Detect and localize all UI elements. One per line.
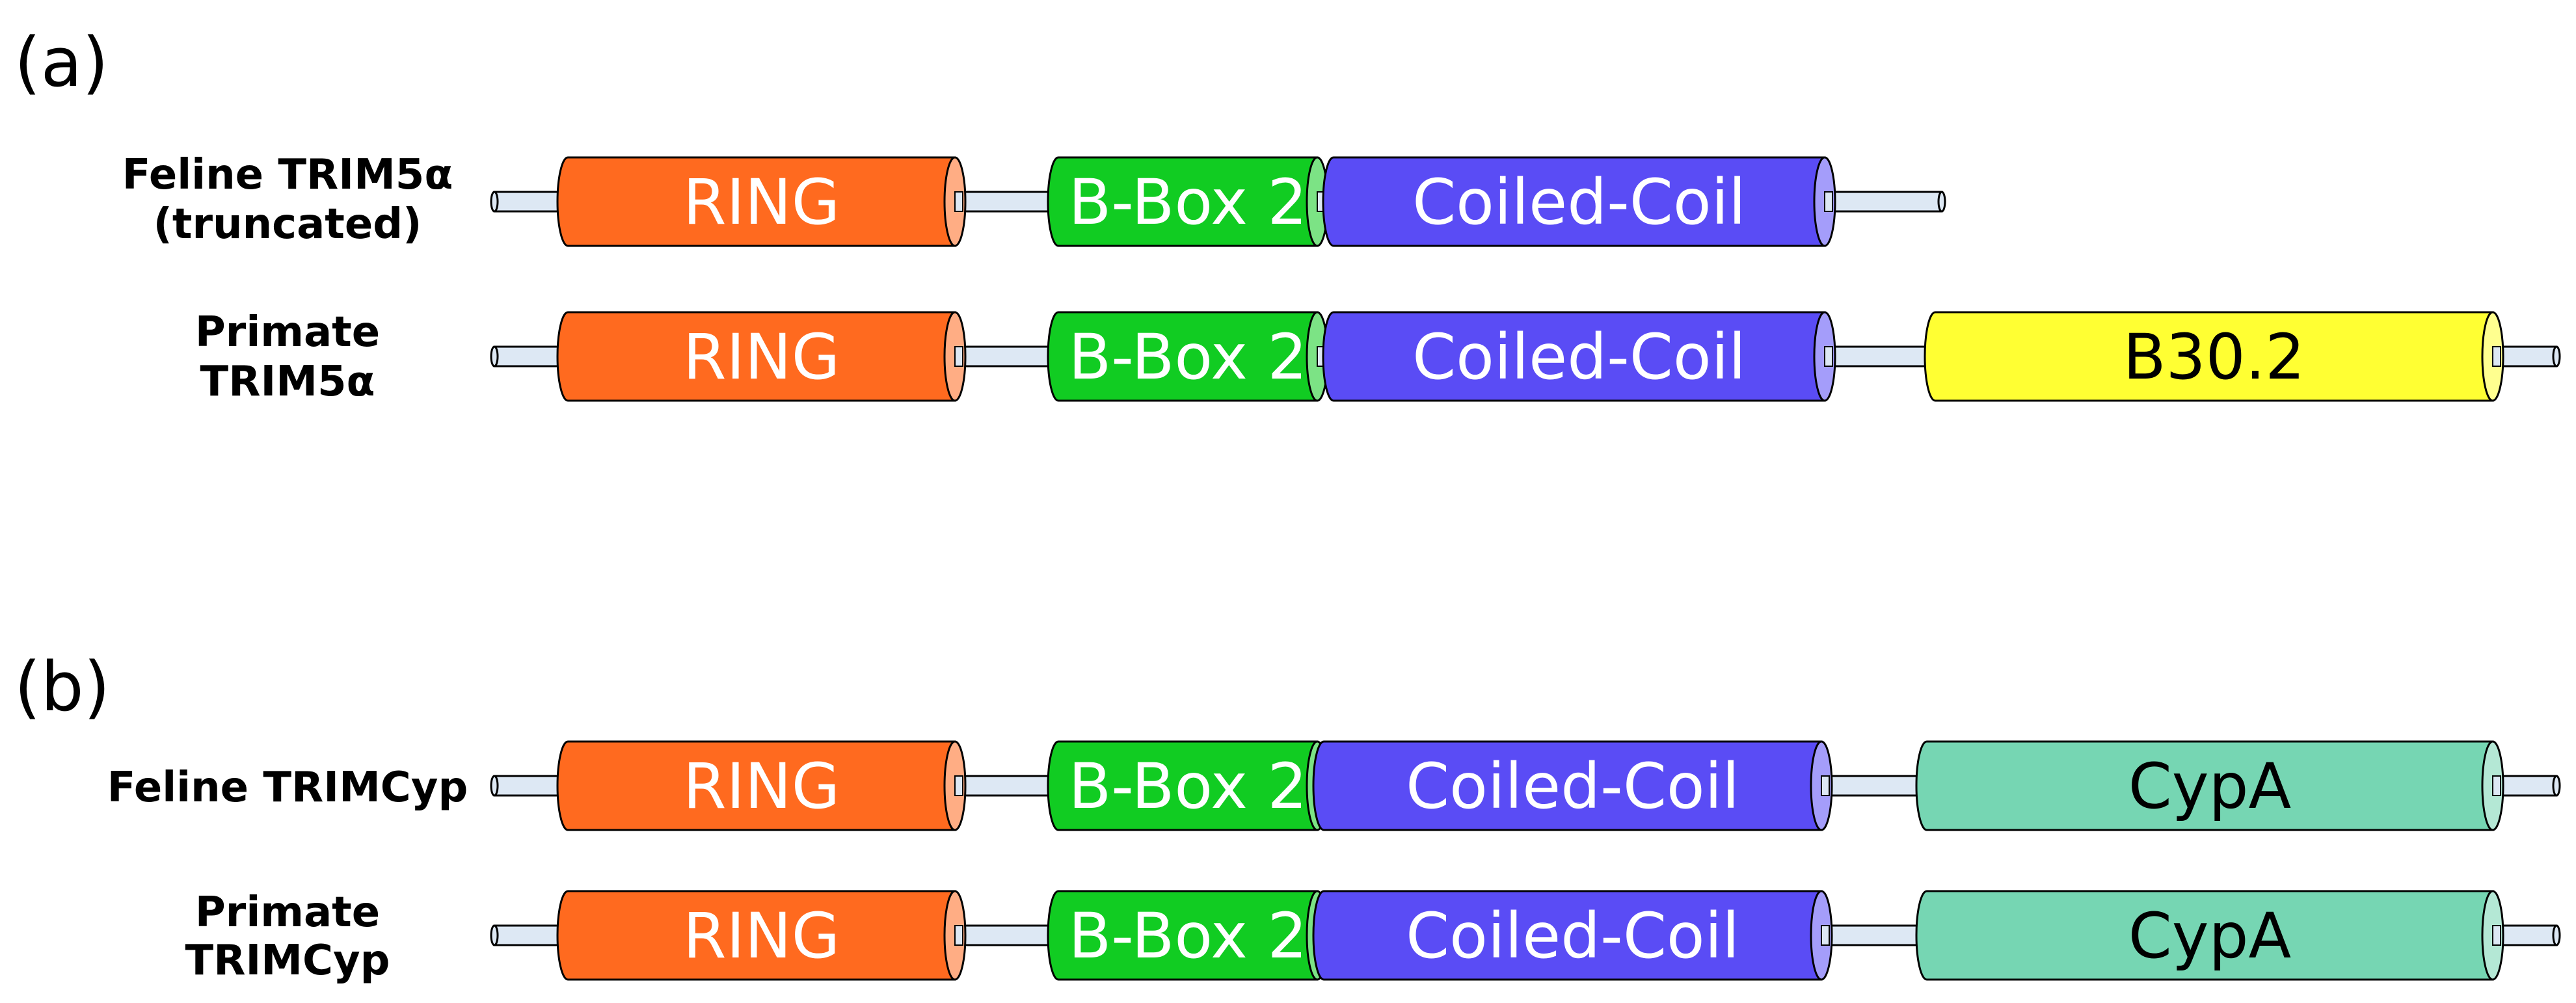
domain-body bbox=[1915, 890, 2494, 981]
domain-b-box-2: B-Box 2 bbox=[1047, 740, 1329, 831]
domain-body bbox=[1047, 740, 1319, 831]
row-label-feline-trim5a-line1: Feline TRIM5α bbox=[122, 151, 453, 199]
construct-row: RING B-Box 2 Coiled-Coil B30.2 bbox=[490, 311, 2561, 402]
linker-stub bbox=[2492, 775, 2501, 796]
domain-cypa: CypA bbox=[1915, 890, 2504, 981]
domain-body bbox=[556, 890, 956, 981]
domain-label: B-Box 2 bbox=[1068, 321, 1307, 394]
panel-label-b: (b) bbox=[14, 647, 110, 727]
domain-label: B30.2 bbox=[2123, 321, 2305, 394]
domain-body bbox=[1322, 156, 1826, 247]
construct-row: RING B-Box 2 Coiled-Coil CypA bbox=[490, 890, 2561, 981]
linker-stub bbox=[954, 346, 963, 367]
domain-coiled-coil: Coiled-Coil bbox=[1322, 156, 1836, 247]
domain-label: Coiled-Coil bbox=[1406, 900, 1739, 972]
linker-stub bbox=[1821, 775, 1830, 796]
row-label-primate-trimcyp-line2: TRIMCyp bbox=[185, 937, 390, 985]
domain-body bbox=[1915, 740, 2494, 831]
row-label-primate-trim5a-line1: Primate bbox=[195, 308, 380, 356]
domain-b-box-2: B-Box 2 bbox=[1047, 311, 1329, 402]
linker-stub bbox=[1824, 346, 1833, 367]
linker-stub bbox=[2492, 925, 2501, 946]
construct-row: RING B-Box 2 Coiled-Coil CypA bbox=[490, 740, 2561, 831]
domain-label: B-Box 2 bbox=[1068, 750, 1307, 823]
linker-stub bbox=[1821, 925, 1830, 946]
domain-b-box-2: B-Box 2 bbox=[1047, 890, 1329, 981]
linker-start-cap bbox=[490, 924, 499, 946]
row-label-feline-trimcyp: Feline TRIMCyp bbox=[107, 764, 468, 812]
linker-start-cap bbox=[490, 345, 499, 368]
domain-body bbox=[1322, 311, 1826, 402]
panel-label-a: (a) bbox=[14, 23, 109, 102]
domain-label: Coiled-Coil bbox=[1412, 166, 1746, 239]
domain-body bbox=[556, 156, 956, 247]
domain-body bbox=[1312, 740, 1823, 831]
linker-stub bbox=[2492, 346, 2501, 367]
domain-body bbox=[556, 740, 956, 831]
row-label-feline-trim5a-line2: (truncated) bbox=[154, 200, 422, 248]
domain-cypa: CypA bbox=[1915, 740, 2504, 831]
domain-ring: RING bbox=[556, 311, 967, 402]
domain-ring: RING bbox=[556, 740, 967, 831]
domain-body bbox=[1047, 156, 1319, 247]
domain-label: Coiled-Coil bbox=[1406, 750, 1739, 823]
domain-label: RING bbox=[683, 900, 840, 972]
domain-b-box-2: B-Box 2 bbox=[1047, 156, 1329, 247]
domain-body bbox=[1312, 890, 1823, 981]
domain-ring: RING bbox=[556, 156, 967, 247]
linker-start-cap bbox=[490, 191, 499, 213]
linker-stub bbox=[954, 925, 963, 946]
domain-label: CypA bbox=[2128, 900, 2291, 972]
construct-row: RING B-Box 2 Coiled-Coil bbox=[490, 156, 1946, 247]
domain-body bbox=[1924, 311, 2494, 402]
domain-body bbox=[556, 311, 956, 402]
linker-stub bbox=[1824, 191, 1833, 212]
row-label-primate-trimcyp-line1: Primate bbox=[195, 889, 380, 937]
domain-coiled-coil: Coiled-Coil bbox=[1312, 890, 1833, 981]
domain-label: RING bbox=[683, 321, 840, 394]
domain-label: B-Box 2 bbox=[1068, 166, 1307, 239]
linker-start-cap bbox=[490, 775, 499, 797]
domain-body bbox=[1047, 311, 1319, 402]
domain-label: RING bbox=[683, 750, 840, 823]
domain-ring: RING bbox=[556, 890, 967, 981]
row-label-primate-trim5a-line2: TRIM5α bbox=[200, 358, 375, 406]
domain-body bbox=[1047, 890, 1319, 981]
domain-b30-2: B30.2 bbox=[1924, 311, 2504, 402]
linker-end-cap bbox=[2552, 345, 2561, 368]
linker-stub bbox=[954, 191, 963, 212]
linker-end-cap bbox=[1937, 191, 1946, 213]
domain-coiled-coil: Coiled-Coil bbox=[1322, 311, 1836, 402]
domain-label: Coiled-Coil bbox=[1412, 321, 1746, 394]
linker-end-cap bbox=[2552, 924, 2561, 946]
domain-label: RING bbox=[683, 166, 840, 239]
domain-label: B-Box 2 bbox=[1068, 900, 1307, 972]
domain-coiled-coil: Coiled-Coil bbox=[1312, 740, 1833, 831]
domain-label: CypA bbox=[2128, 750, 2291, 823]
linker-stub bbox=[954, 775, 963, 796]
linker-end-cap bbox=[2552, 775, 2561, 797]
